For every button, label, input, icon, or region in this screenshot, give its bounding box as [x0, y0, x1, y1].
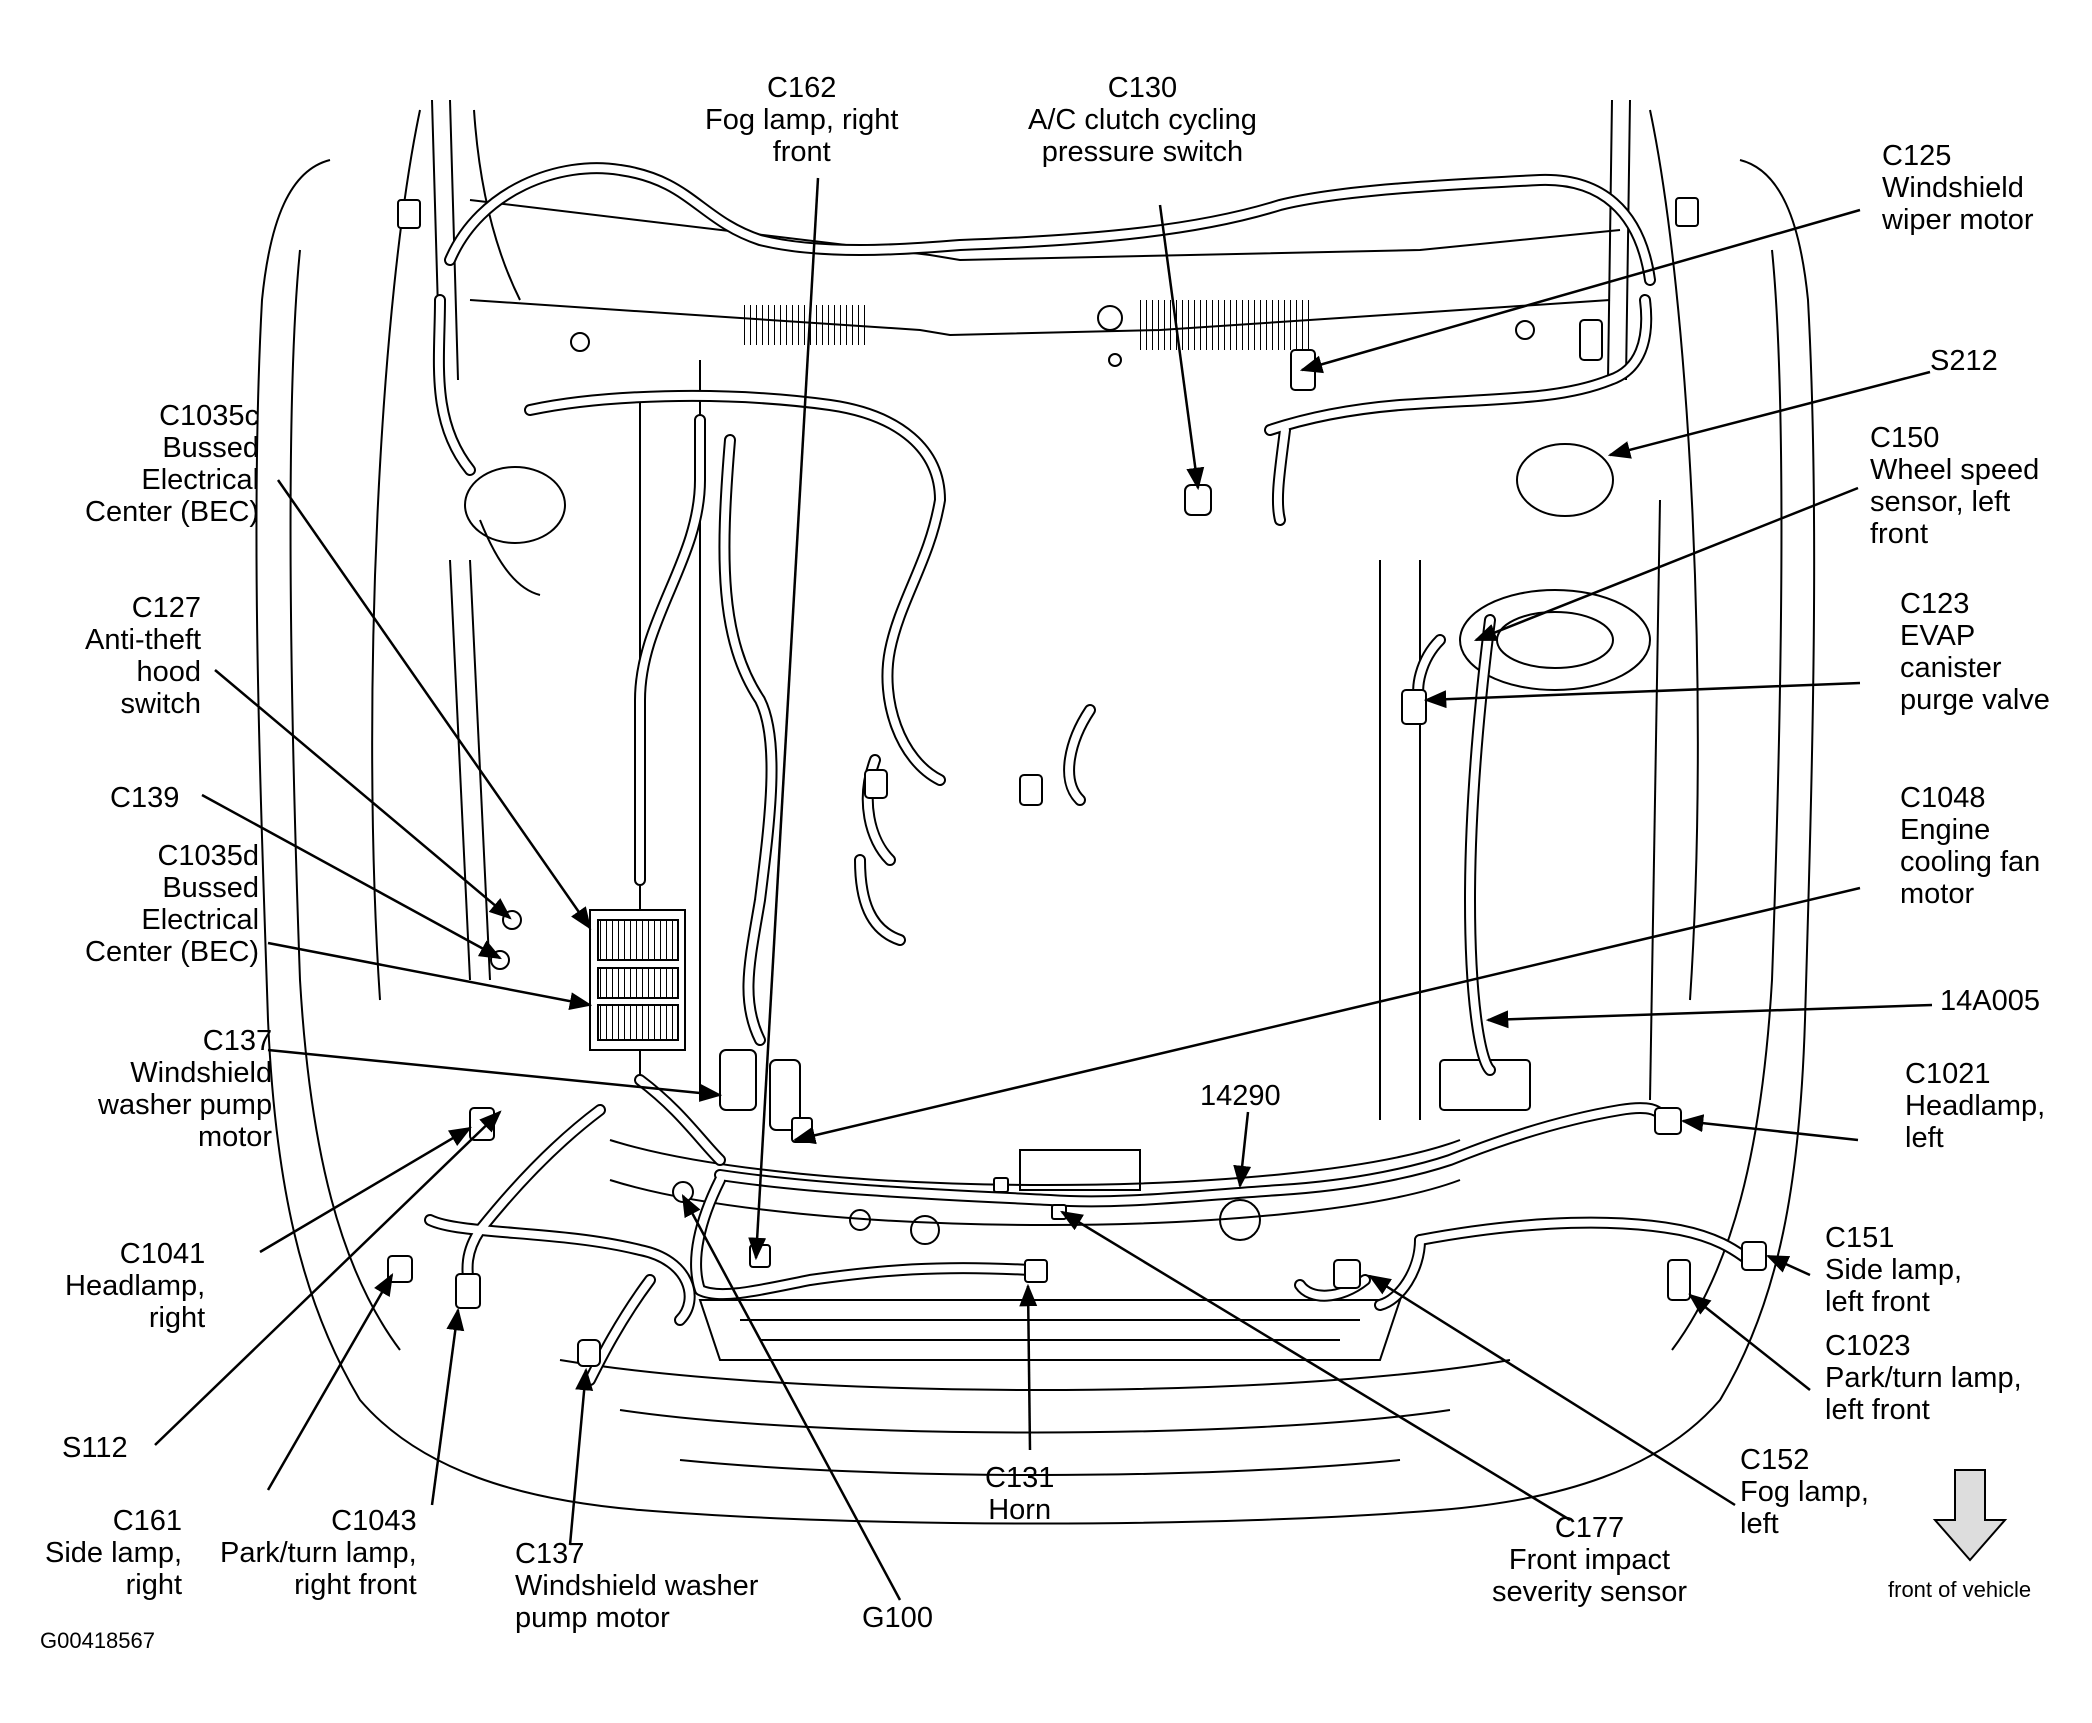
left-side-components	[1379, 443, 1661, 1120]
front-of-vehicle-label: front of vehicle	[1888, 1577, 2032, 1602]
radiator-support	[609, 1139, 1461, 1245]
callout-g100: G100	[862, 1602, 933, 1634]
front-of-vehicle-arrow	[1932, 1469, 2008, 1562]
callout-s112: S112	[62, 1432, 128, 1464]
callout-14290: 14290	[1200, 1080, 1281, 1112]
figure-id: G00418567	[40, 1628, 155, 1653]
callout-c139: C139	[110, 782, 180, 814]
bussed-electrical-center	[589, 909, 686, 1051]
callout-14a005: 14A005	[1940, 985, 2040, 1017]
wiring-harness-inner	[426, 164, 1754, 1384]
vehicle-body-outline	[255, 109, 1816, 1525]
leader-lines	[154, 177, 1933, 1601]
callout-s212: S212	[1930, 345, 1998, 377]
cowl-panel	[469, 199, 1621, 367]
